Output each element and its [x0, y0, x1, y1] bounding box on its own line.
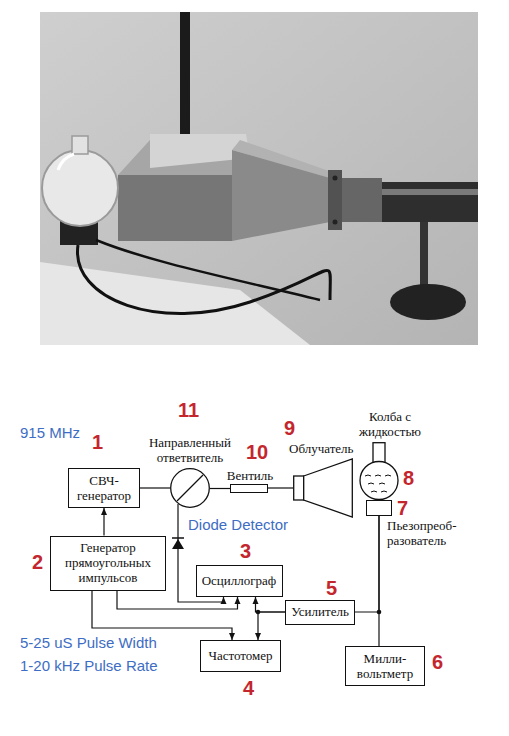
connector	[342, 178, 382, 222]
flask-node: Колба с жидкостью	[359, 442, 399, 500]
arrowhead	[229, 633, 235, 640]
wire	[92, 591, 232, 641]
housing-front	[118, 175, 232, 241]
junction-dot	[256, 610, 261, 615]
arrowhead	[101, 508, 107, 515]
tube-highlight	[382, 189, 478, 195]
connector	[268, 488, 293, 489]
connector	[210, 488, 230, 489]
coupler-node: Направленный ответвитель	[170, 468, 210, 508]
callout-number: 4	[243, 678, 254, 698]
coupler-symbol	[170, 468, 210, 508]
box-label: Частотомер	[205, 648, 276, 663]
junction-dot	[377, 610, 382, 615]
pulse-note: 5-25 uS Pulse Width	[20, 634, 157, 651]
callout-number: 9	[284, 418, 295, 438]
support-rod	[180, 12, 190, 152]
callout-number: 1	[92, 432, 103, 452]
wire	[268, 487, 293, 488]
stand-base	[390, 284, 466, 320]
flask-neck	[72, 136, 88, 154]
amplifier-box: Усилитель	[285, 600, 355, 625]
box-label: Усилитель	[290, 604, 350, 619]
liquid-waves	[365, 475, 391, 492]
horn-symbol	[293, 458, 353, 518]
wire	[355, 516, 379, 612]
stand-post	[420, 222, 428, 294]
callout-number: 6	[432, 652, 443, 672]
generator-box: СВЧ- генератор	[68, 468, 140, 508]
callout-number: 2	[32, 552, 43, 572]
connector	[101, 508, 107, 536]
coupler-circle	[171, 469, 210, 508]
horn-node: Облучатель	[293, 458, 353, 518]
connector	[253, 597, 286, 612]
box-label: Осциллограф	[201, 573, 278, 588]
flask-bulb	[360, 462, 398, 500]
wire	[378, 516, 379, 646]
diode-note: Diode Detector	[188, 516, 288, 533]
pulse-note: 1-20 kHz Pulse Rate	[20, 657, 158, 674]
piezo-box: Пьезопреоб- разователь	[366, 500, 392, 516]
connector	[140, 488, 170, 489]
horn-side	[232, 150, 330, 241]
bolt	[333, 176, 338, 181]
diode-symbol	[172, 539, 184, 549]
waveguide-tube	[382, 182, 478, 222]
connector	[379, 516, 380, 646]
flask-neck	[373, 443, 385, 463]
horn-mouth	[304, 459, 353, 517]
wire	[256, 597, 286, 612]
millivoltmeter-box: Милли- вольтметр	[345, 646, 425, 686]
flask-symbol	[359, 442, 399, 500]
frequency-note: 915 MHz	[20, 424, 80, 441]
callout-number: 3	[240, 541, 251, 561]
callout-number: 7	[397, 498, 408, 518]
flange	[328, 170, 342, 230]
horn-throat	[294, 476, 304, 500]
cable	[78, 245, 331, 314]
arrowhead	[221, 597, 227, 604]
node-heading: Облучатель	[289, 441, 354, 456]
oscilloscope-box: Осциллограф	[196, 565, 283, 597]
box-label: Генератор прямоугольных импульсов	[55, 540, 161, 585]
wire	[210, 488, 230, 489]
arrowhead	[235, 597, 241, 604]
node-heading: Пьезопреоб- разователь	[387, 518, 477, 548]
callout-number: 11	[178, 400, 199, 420]
valve-box: Вентиль	[230, 484, 268, 493]
box-label: СВЧ- генератор	[73, 473, 135, 503]
arrowhead	[255, 633, 261, 640]
wire	[140, 487, 170, 488]
arrowhead	[253, 597, 259, 604]
connector	[355, 516, 379, 612]
node-heading: Вентиль	[220, 468, 280, 483]
connector	[255, 612, 285, 640]
photo-ground	[40, 12, 478, 345]
node-heading: Направленный ответвитель	[135, 435, 245, 465]
paper-sheet	[40, 262, 310, 345]
node-heading: Колба с жидкостью	[352, 409, 428, 439]
bolt	[333, 220, 338, 225]
diode-bar	[172, 537, 184, 539]
cable	[96, 240, 320, 300]
callout-number: 10	[246, 442, 268, 462]
callout-number: 5	[326, 578, 337, 598]
callout-number: 8	[403, 468, 414, 488]
wire	[258, 612, 285, 640]
connector	[92, 591, 235, 641]
coupler-diagonal	[177, 475, 203, 501]
frequency-meter-box: Частотомер	[200, 640, 281, 672]
flask-bulb	[42, 150, 118, 226]
box-label: Милли- вольтметр	[350, 651, 420, 681]
pulse-generator-box: Генератор прямоугольных импульсов	[50, 536, 166, 591]
flask-highlight	[58, 154, 74, 170]
